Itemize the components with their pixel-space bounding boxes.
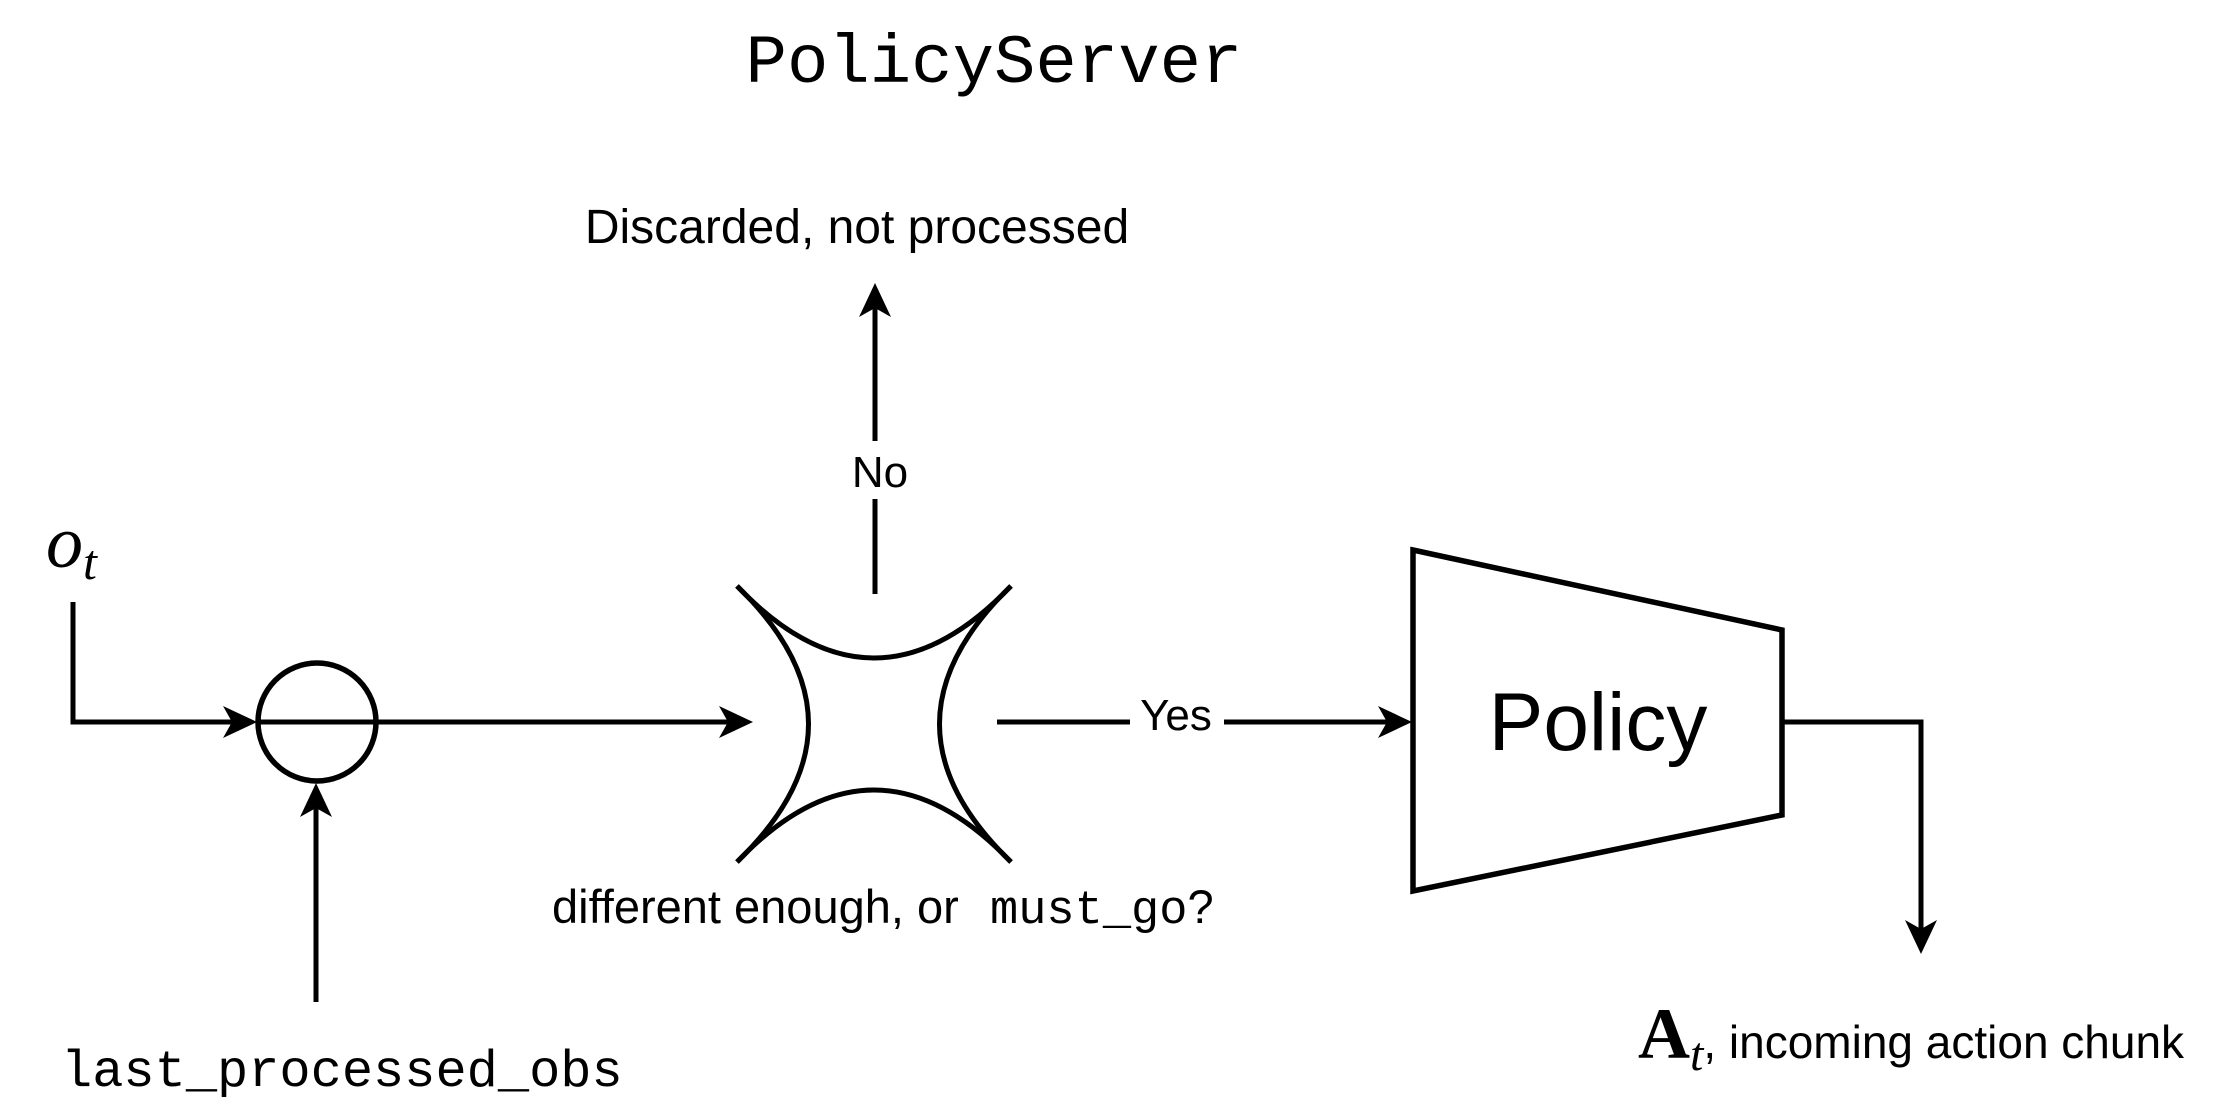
arrowhead-right-icon	[1378, 706, 1412, 738]
last-processed-obs-label: last_processed_obs	[61, 1043, 623, 1102]
action-symbol: A	[1638, 994, 1690, 1074]
policy-label: Policy	[1489, 677, 1708, 768]
discarded-label: Discarded, not processed	[585, 201, 1129, 254]
yes-label: Yes	[1140, 691, 1212, 740]
decision-question-text: different enough, or	[552, 880, 959, 933]
discard-branch: No Discarded, not processed	[585, 201, 1129, 594]
junction-to-decision-edge	[258, 706, 753, 738]
policy-node: Policy	[1410, 546, 1785, 895]
action-output-line	[1782, 719, 1924, 929]
yes-branch: Yes	[997, 691, 1412, 750]
decision-question: different enough, or must_go?	[552, 880, 1214, 938]
observation-symbol: o	[46, 502, 83, 584]
decision-node: different enough, or must_go?	[552, 584, 1214, 938]
observation-arrow-line	[70, 602, 232, 725]
arrowhead-right-icon	[223, 706, 257, 738]
arrowhead-up-icon	[859, 283, 891, 317]
arrowhead-up-icon	[300, 783, 332, 817]
arrowhead-right-icon	[719, 706, 753, 738]
decision-shape-bottom-curve	[735, 787, 1013, 864]
observation-input: ot	[46, 502, 257, 738]
no-label-background	[841, 441, 919, 499]
decision-question-code: must_go	[990, 885, 1187, 938]
action-subscript: t	[1690, 1028, 1705, 1081]
action-output: At, incoming action chunk	[1638, 719, 2185, 1081]
decision-shape-left-curve	[735, 584, 811, 864]
yes-label-background	[1130, 692, 1224, 750]
diagram-title: PolicyServer	[746, 25, 1243, 103]
observation-label: ot	[46, 502, 98, 590]
no-label: No	[852, 448, 908, 497]
policy-trapezoid-shape	[1410, 546, 1785, 895]
decision-shape-right-curve	[937, 584, 1013, 864]
last-processed-obs-input: last_processed_obs	[61, 783, 623, 1102]
action-output-label: At, incoming action chunk	[1638, 994, 2185, 1081]
action-text: , incoming action chunk	[1703, 1016, 2185, 1068]
arrowhead-down-icon	[1905, 920, 1937, 954]
observation-subscript: t	[83, 534, 98, 590]
decision-shape-top-curve	[735, 584, 1013, 661]
decision-question-suffix: ?	[1187, 880, 1213, 933]
